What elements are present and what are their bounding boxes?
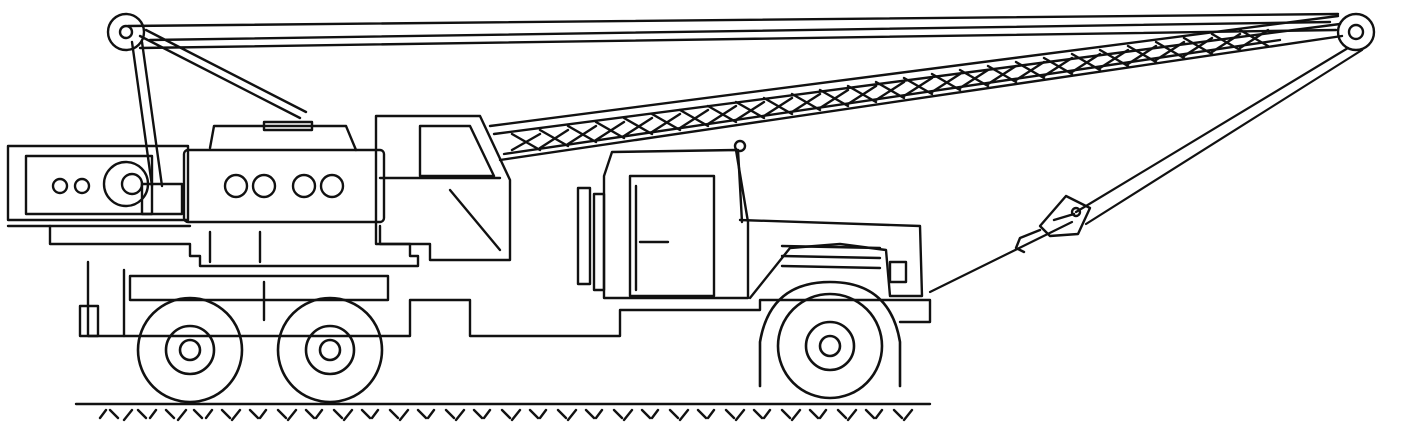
crane-boom [126,12,1344,162]
mast-top-pulley [106,12,146,52]
boom-tip-pulley [1336,12,1376,52]
winch-drum [51,160,150,208]
truck-hood [733,139,924,300]
rear-wheel-1 [136,296,244,404]
counterweight-housing [6,144,192,228]
boom-lattice [510,28,1270,152]
truck-cab [576,148,750,300]
front-wheel [758,280,902,400]
ground-line [74,402,932,422]
engine-block [140,120,386,224]
hook-block [1014,194,1092,254]
truck-chassis [78,260,932,338]
rear-wheel-2 [276,296,384,404]
hoist-cable [928,46,1364,294]
turntable-base [48,224,420,268]
a-frame-mast [130,28,308,188]
operator-cab [374,114,512,262]
